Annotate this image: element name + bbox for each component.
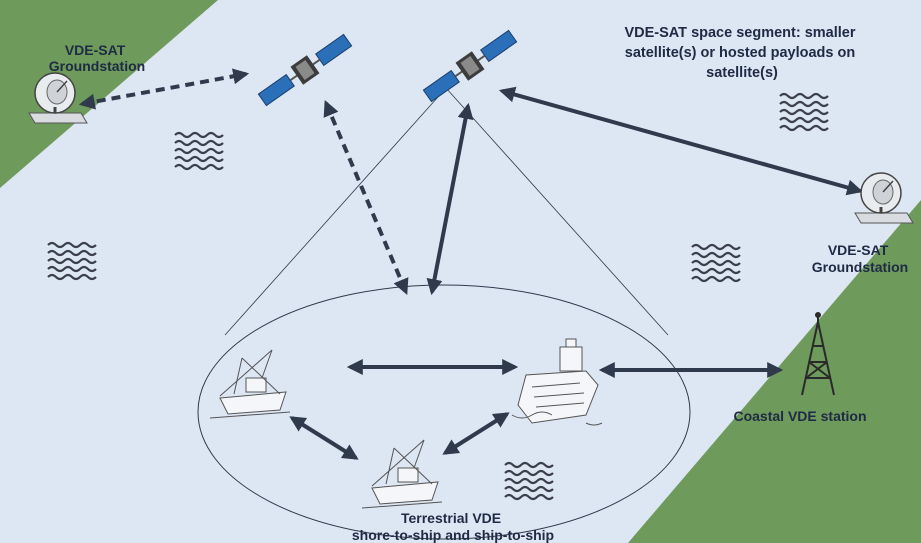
space-segment-label: VDE-SAT space segment: smaller satellite… bbox=[624, 25, 859, 81]
groundstation-right-icon bbox=[854, 172, 914, 224]
cargo-ship-icon bbox=[511, 338, 603, 426]
link-boat-bottom-ship bbox=[442, 412, 510, 455]
coastal-station-label: Coastal VDE station bbox=[733, 408, 866, 424]
groundstation-right-label: VDE-SAT Groundstation bbox=[812, 242, 908, 275]
fishing-boat-bottom-icon bbox=[361, 439, 443, 509]
link-boat-left-boat-bottom bbox=[289, 416, 359, 460]
link-satellite-right-terrestrial bbox=[426, 102, 474, 296]
terrestrial-zone-label: Terrestrial VDE shore-to-ship and ship-t… bbox=[352, 510, 554, 543]
groundstation-left-icon bbox=[28, 72, 88, 124]
link-satellite-right-groundstation bbox=[498, 86, 864, 196]
groundstation-left-label: VDE-SAT Groundstation bbox=[49, 42, 145, 74]
satellite-icon bbox=[422, 29, 518, 103]
link-satellite-left-terrestrial bbox=[323, 100, 409, 295]
link-groundstation-left-satellite bbox=[78, 68, 250, 110]
satellite-icon bbox=[257, 33, 353, 107]
fishing-boat-left-icon bbox=[209, 349, 291, 419]
coastal-station-tower-icon bbox=[801, 312, 835, 396]
coverage-cone-edge-right bbox=[445, 87, 669, 336]
